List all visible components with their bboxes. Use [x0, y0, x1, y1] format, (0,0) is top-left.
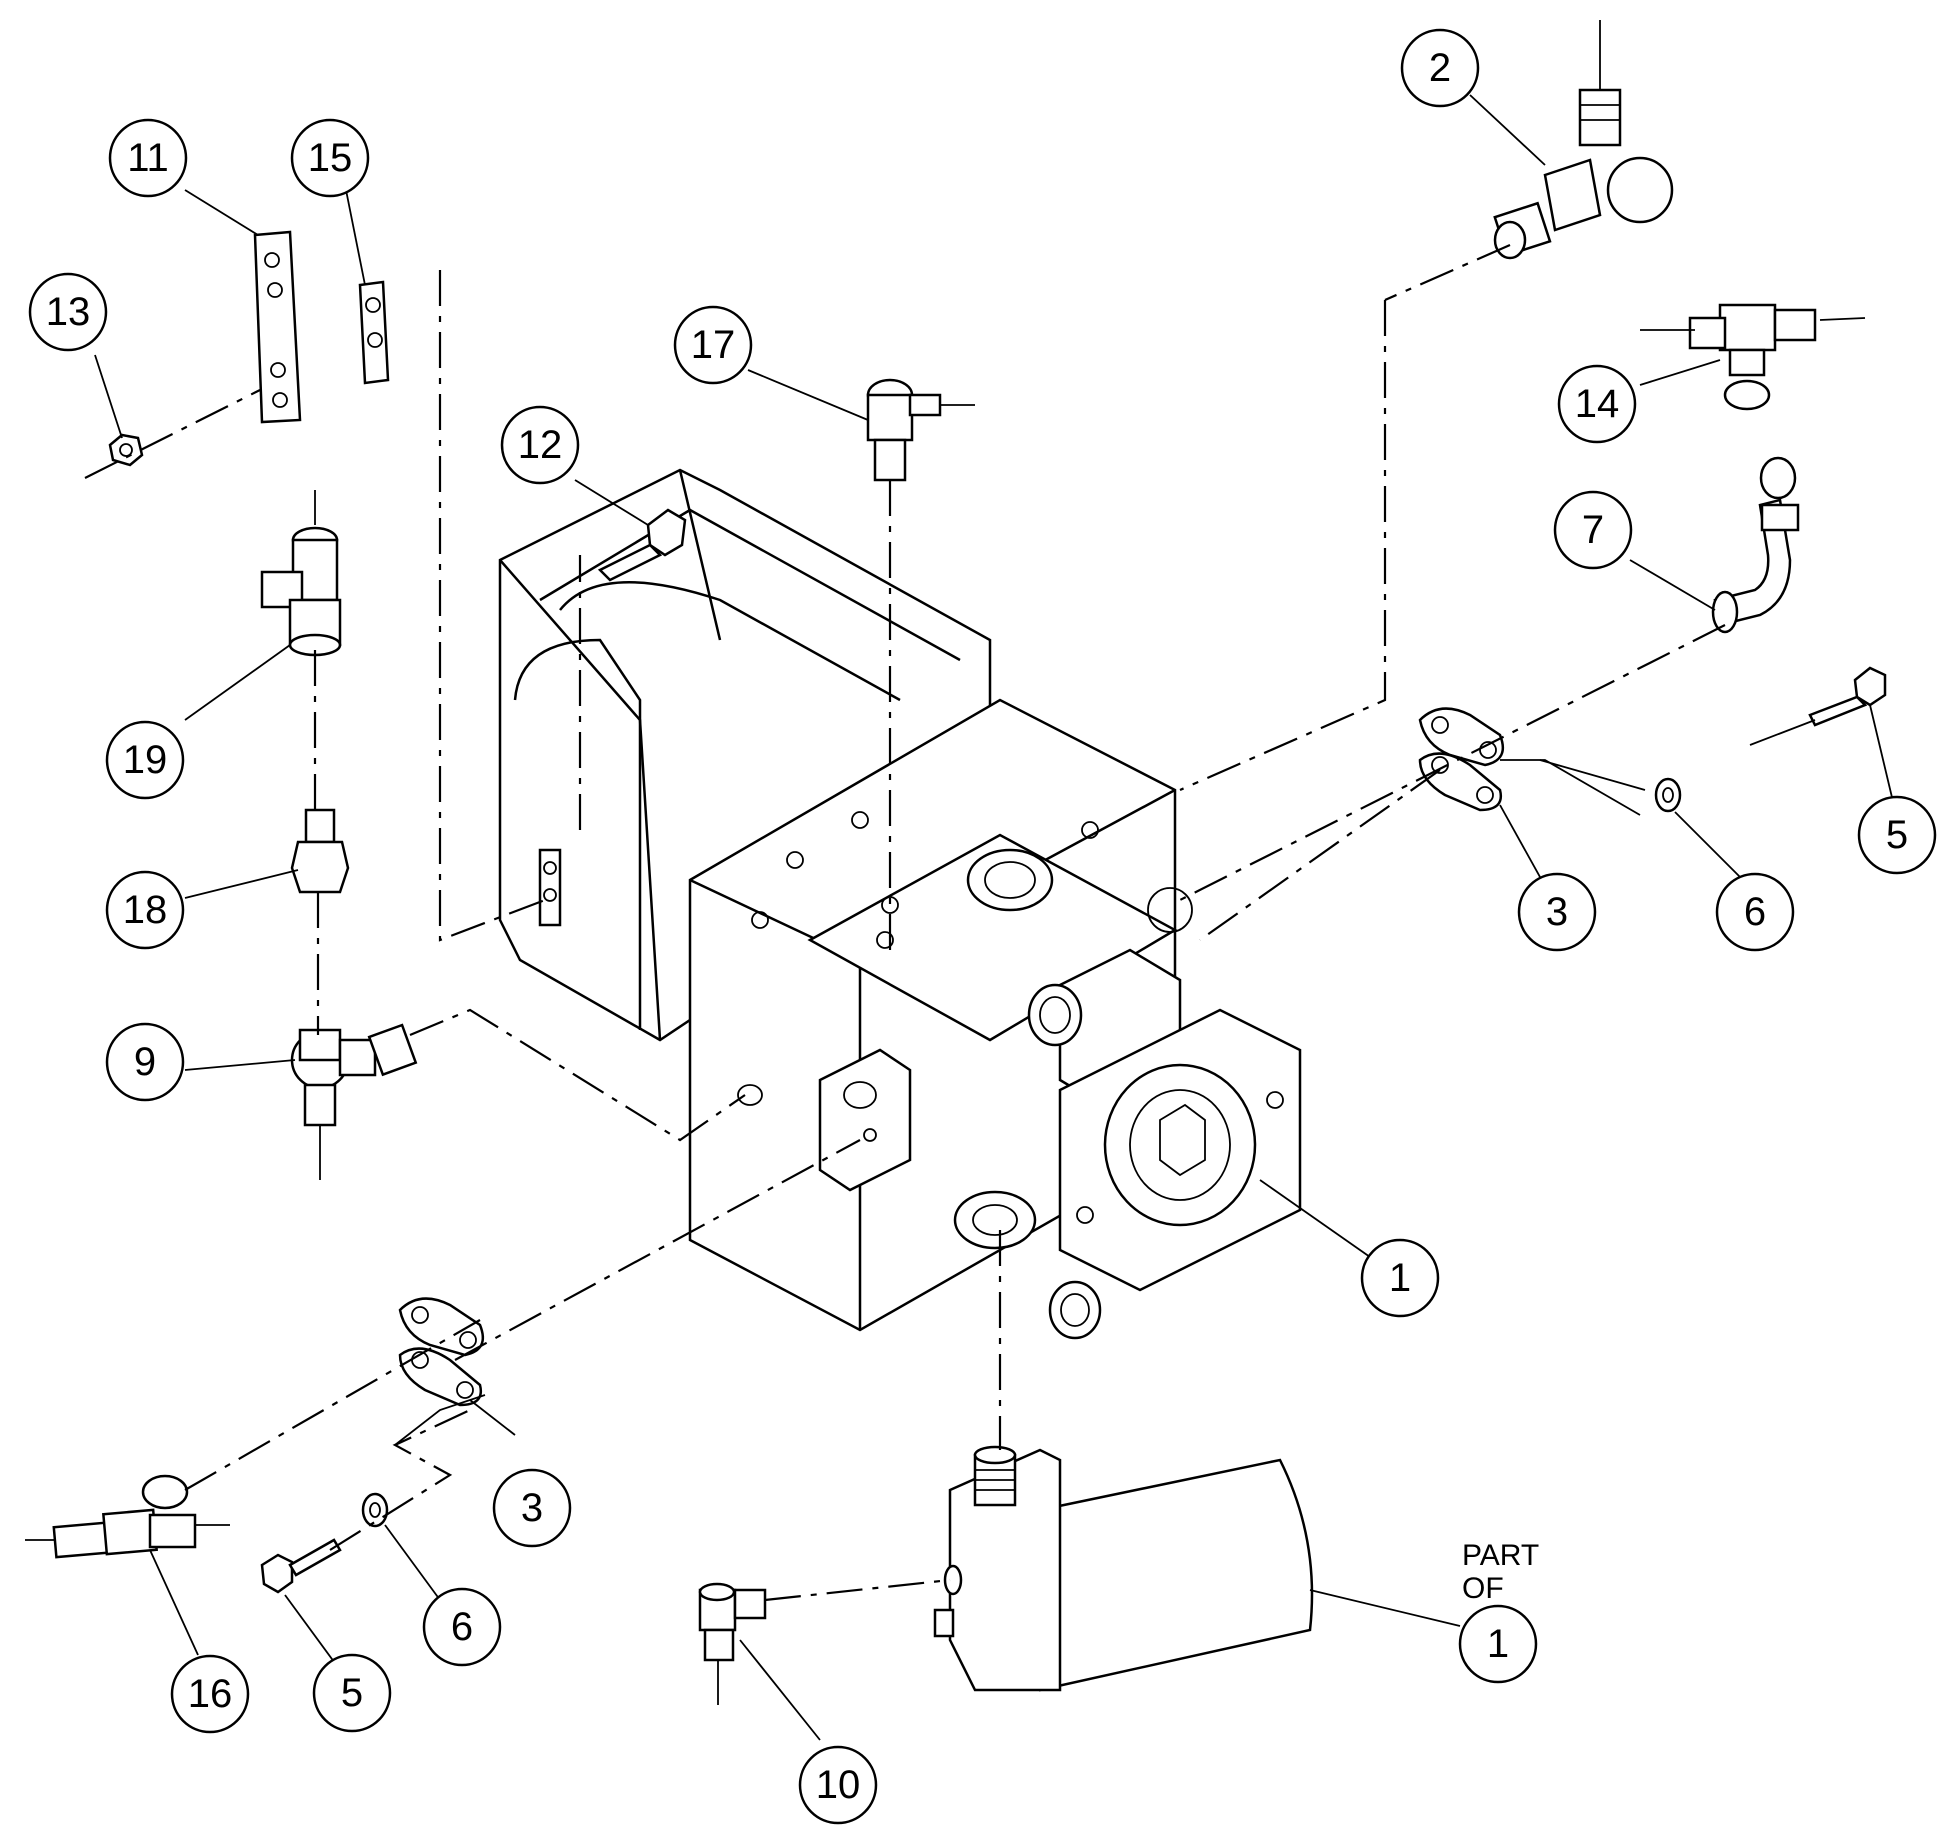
callout-16: 16 — [170, 1654, 250, 1734]
callout-label: 1 — [1389, 1256, 1411, 1300]
callout-label: 19 — [123, 738, 168, 782]
callout-label: 14 — [1575, 382, 1620, 426]
plate-11 — [253, 230, 302, 424]
nut-13 — [108, 433, 144, 467]
callout-12: 12 — [500, 405, 580, 485]
callout-1-main: 1 — [1360, 1238, 1440, 1318]
callout-label: 9 — [134, 1040, 156, 1084]
callout-10: 10 — [798, 1745, 878, 1825]
callout-label: 3 — [1546, 890, 1568, 934]
banjo-fitting-17 — [866, 378, 942, 482]
callout-label: 7 — [1582, 508, 1604, 552]
washer-6-left — [361, 1492, 389, 1528]
callout-label: 3 — [521, 1486, 543, 1530]
callout-19: 19 — [105, 720, 185, 800]
plate-15 — [358, 280, 390, 385]
callout-7: 7 — [1553, 490, 1633, 570]
elbow-fitting-9 — [290, 1023, 418, 1127]
tee-fitting-19 — [260, 526, 342, 657]
bolt-12 — [597, 508, 687, 582]
split-flange-3-left — [398, 1297, 485, 1407]
callout-17: 17 — [673, 305, 753, 385]
note-line-2: OF — [1462, 1572, 1504, 1605]
callout-label: 6 — [451, 1605, 473, 1649]
callout-label: 2 — [1429, 46, 1451, 90]
callout-label: 12 — [518, 423, 563, 467]
fitting-16 — [52, 1474, 197, 1559]
callout-label: 16 — [188, 1672, 233, 1716]
callout-13: 13 — [28, 272, 108, 352]
adapter-18 — [290, 808, 350, 894]
callout-3-right: 3 — [1517, 872, 1597, 952]
callout-label: 1 — [1487, 1622, 1509, 1666]
washer-6-right — [1654, 777, 1682, 813]
bolt-5-left — [260, 1538, 342, 1594]
bolt-5-right — [1808, 666, 1887, 727]
tee-fitting-14 — [1688, 303, 1817, 411]
callout-6-right: 6 — [1715, 872, 1795, 952]
callout-9: 9 — [105, 1022, 185, 1102]
part-of-note: PART OF — [1462, 1539, 1539, 1605]
callout-5-right: 5 — [1857, 795, 1937, 875]
callout-18: 18 — [105, 870, 185, 950]
bent-tube-7 — [1711, 456, 1800, 634]
callout-15: 15 — [290, 118, 370, 198]
callout-label: 6 — [1744, 890, 1766, 934]
elbow-fitting-2 — [1493, 88, 1674, 260]
pump-housing — [498, 468, 1302, 1340]
note-line-1: PART — [1462, 1539, 1539, 1572]
filter-assembly — [933, 1445, 1314, 1692]
callout-5-left: 5 — [312, 1653, 392, 1733]
callout-2: 2 — [1400, 28, 1480, 108]
callout-1-filter: 1 — [1458, 1604, 1538, 1684]
callout-3-left: 3 — [492, 1468, 572, 1548]
callout-label: 13 — [46, 290, 91, 334]
elbow-fitting-10 — [698, 1582, 767, 1662]
assembly-lines — [84, 243, 1726, 1602]
callout-label: 5 — [341, 1671, 363, 1715]
callout-11: 11 — [108, 118, 188, 198]
split-flange-3-right — [1418, 707, 1505, 812]
callout-6-left: 6 — [422, 1587, 502, 1667]
callout-label: 11 — [127, 136, 169, 180]
callout-label: 18 — [123, 888, 168, 932]
callout-label: 17 — [691, 323, 736, 367]
callout-label: 5 — [1886, 813, 1908, 857]
callout-label: 10 — [816, 1763, 861, 1807]
callout-14: 14 — [1557, 364, 1637, 444]
callout-label: 15 — [308, 136, 353, 180]
